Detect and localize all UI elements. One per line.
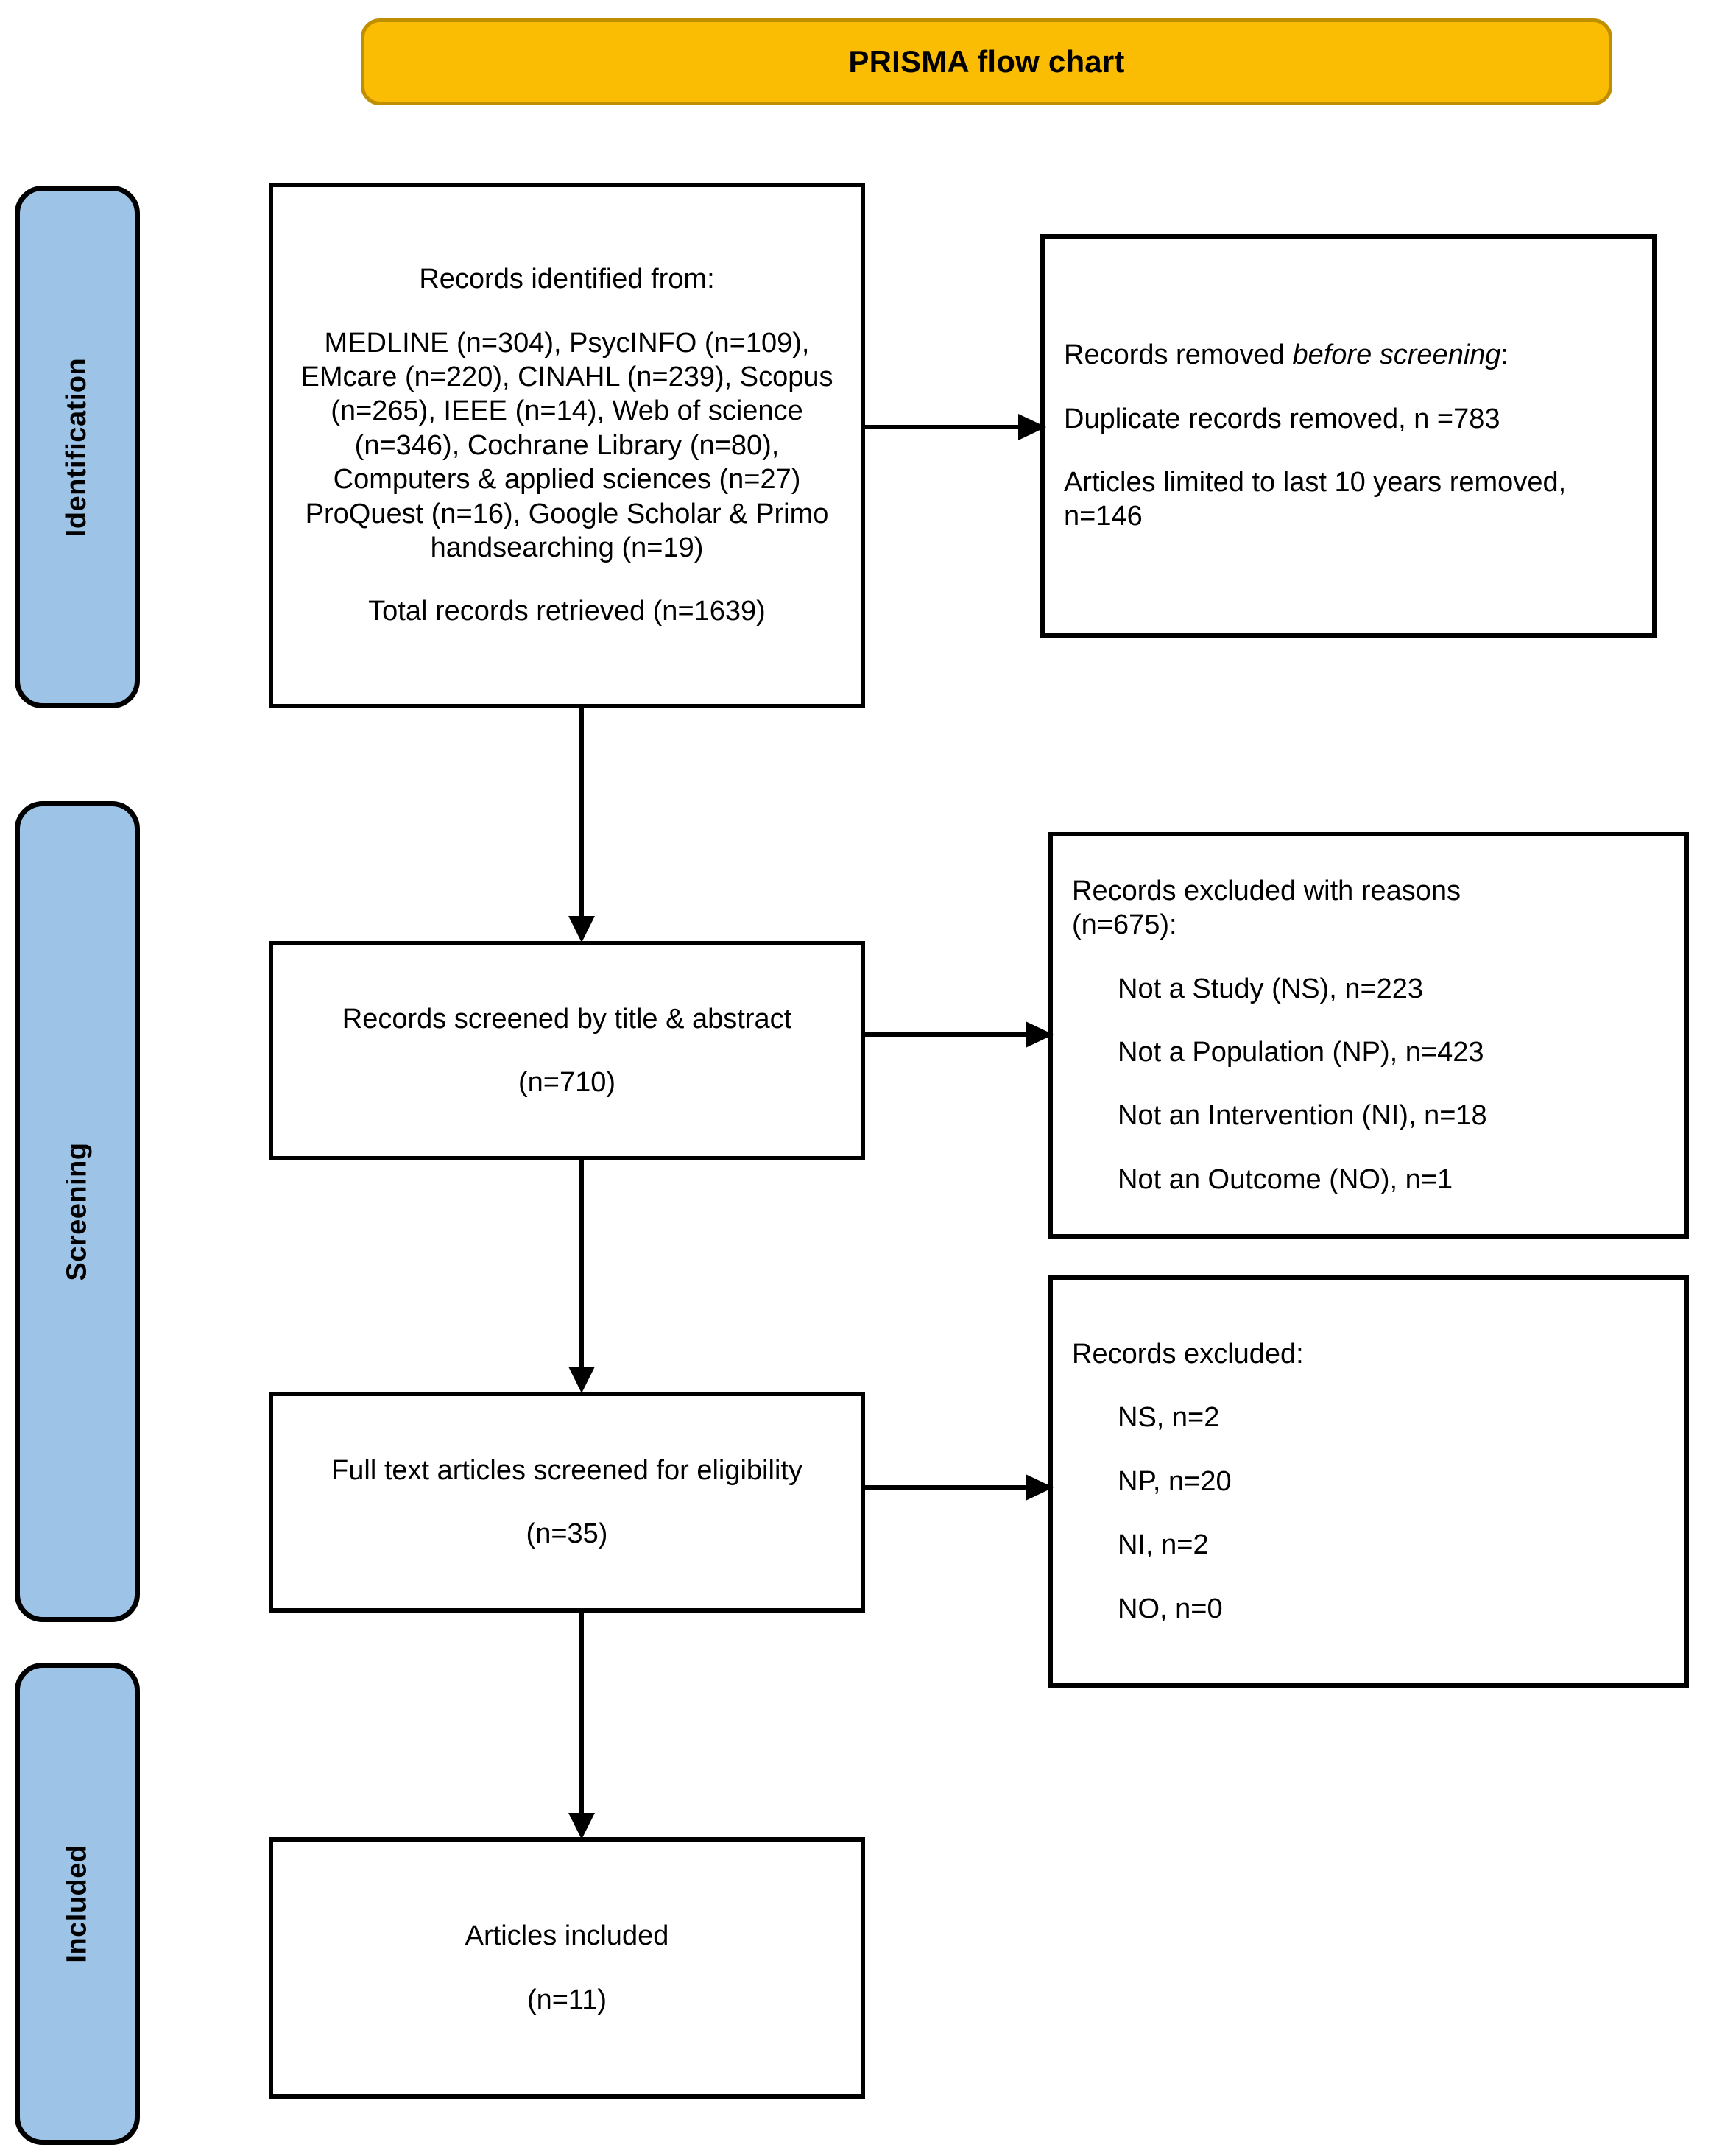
arrow-identified-to-screened: [567, 708, 596, 944]
records-identified-total: Total records retrieved (n=1639): [368, 596, 766, 627]
records-removed-heading-prefix: Records removed: [1064, 339, 1293, 371]
excluded-plain-item: NI, n=2: [1118, 1529, 1209, 1561]
arrow-screened-to-excluded-reasons: [865, 1020, 1056, 1049]
box-records-excluded-with-reasons: Records excluded with reasons (n=675): N…: [1048, 832, 1689, 1239]
stage-label-text: Identification: [61, 357, 93, 537]
box-records-excluded: Records excluded: NS, n=2 NP, n=20 NI, n…: [1048, 1275, 1689, 1688]
excluded-reason-item: Not a Population (NP), n=423: [1118, 1037, 1484, 1068]
excluded-plain-item: NP, n=20: [1118, 1465, 1232, 1497]
box-articles-included: Articles included (n=11): [269, 1837, 865, 2099]
records-removed-heading-suffix: :: [1500, 339, 1509, 371]
records-screened-label: Records screened by title & abstract: [342, 1003, 792, 1035]
duplicate-records-removed: Duplicate records removed, n =783: [1064, 403, 1500, 434]
excluded-plain-heading: Records excluded:: [1072, 1339, 1304, 1370]
chart-title-banner: PRISMA flow chart: [361, 18, 1612, 105]
records-screened-count: (n=710): [518, 1067, 616, 1098]
stage-label-screening: Screening: [15, 801, 140, 1622]
box-full-text-articles-screened: Full text articles screened for eligibil…: [269, 1392, 865, 1613]
records-removed-heading: Records removed before screening:: [1045, 338, 1652, 372]
box-records-identified: Records identified from: MEDLINE (n=304)…: [269, 183, 865, 708]
records-removed-heading-italic: before screening: [1292, 339, 1501, 371]
articles-included-count: (n=11): [526, 1984, 607, 2015]
stage-label-included: Included: [15, 1663, 140, 2145]
excluded-reason-item: Not an Intervention (NI), n=18: [1118, 1100, 1487, 1132]
stage-label-text: Included: [61, 1845, 93, 1963]
box-records-screened: Records screened by title & abstract (n=…: [269, 941, 865, 1160]
stage-label-identification: Identification: [15, 186, 140, 708]
records-identified-heading: Records identified from:: [419, 264, 715, 295]
records-identified-sources: MEDLINE (n=304), PsycINFO (n=109), EMcar…: [300, 327, 833, 563]
arrow-screened-to-fulltext: [567, 1160, 596, 1395]
fulltext-screened-count: (n=35): [526, 1518, 608, 1549]
page-title: PRISMA flow chart: [848, 44, 1125, 79]
excluded-reason-item: Not an Outcome (NO), n=1: [1118, 1163, 1453, 1195]
arrow-fulltext-to-included: [567, 1613, 596, 1841]
fulltext-screened-label: Full text articles screened for eligibil…: [331, 1454, 802, 1486]
articles-included-label: Articles included: [465, 1920, 669, 1952]
arrow-fulltext-to-excluded: [865, 1473, 1056, 1502]
excluded-reasons-heading-line2: (n=675):: [1072, 909, 1177, 941]
excluded-plain-item: NO, n=0: [1118, 1593, 1223, 1624]
excluded-plain-item: NS, n=2: [1118, 1402, 1220, 1434]
arrow-identified-to-removed: [865, 412, 1049, 442]
articles-limited-removed: Articles limited to last 10 years remove…: [1064, 467, 1567, 532]
box-records-removed-before-screening: Records removed before screening: Duplic…: [1040, 234, 1657, 638]
stage-label-text: Screening: [61, 1142, 93, 1281]
excluded-reason-item: Not a Study (NS), n=223: [1118, 973, 1424, 1004]
excluded-reasons-heading-line1: Records excluded with reasons: [1072, 875, 1461, 906]
